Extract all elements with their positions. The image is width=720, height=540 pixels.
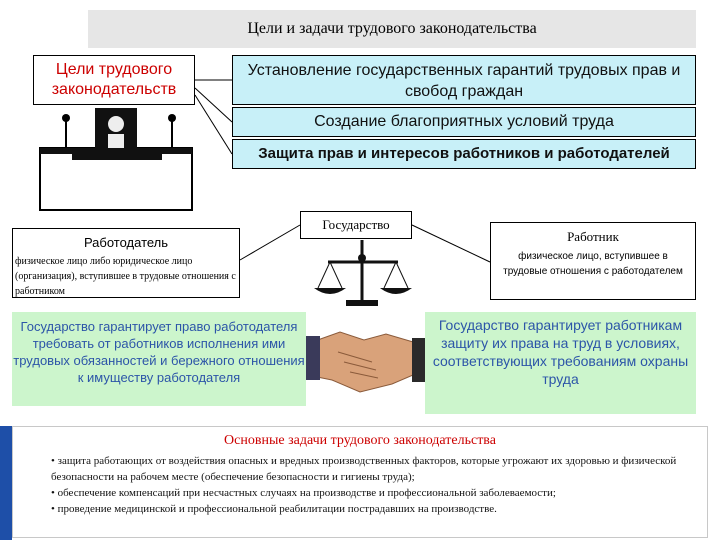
goals-label-box: Цели трудового законодательств: [33, 55, 195, 105]
employer-title: Работодатель: [83, 235, 169, 250]
task-item: • проведение медицинской и профессиональ…: [51, 503, 497, 515]
judge-illustration: [39, 108, 193, 211]
left-accent-band: [0, 426, 12, 540]
employer-description: физическое лицо либо юридическое лицо (о…: [15, 256, 236, 297]
employer-guarantee: Государство гарантирует право работодате…: [12, 312, 306, 406]
goal-favorable-conditions: Создание благоприятных условий труда: [232, 107, 696, 137]
tasks-panel: Основные задачи трудового законодательст…: [12, 426, 708, 538]
tasks-title: Основные задачи трудового законодательст…: [224, 433, 496, 448]
scales-illustration: [314, 240, 412, 306]
state-box: Государство: [300, 211, 412, 239]
goal-state-guarantees: Установление государственных гарантий тр…: [232, 55, 696, 105]
task-item: • обеспечение компенсаций при несчастных…: [51, 487, 556, 499]
employer-box: Работодатель физическое лицо либо юридич…: [12, 228, 240, 298]
arrow-goal-2: [194, 87, 233, 123]
employee-title: Работник: [567, 229, 619, 244]
handshake-illustration: [298, 331, 436, 393]
employee-guarantee: Государство гарантирует работникам защит…: [425, 312, 696, 414]
goal-rights-protection: Защита прав и интересов работников и раб…: [232, 139, 696, 169]
task-item: • защита работающих от воздействия опасн…: [51, 455, 677, 483]
employee-description: физическое лицо, вступившее в трудовые о…: [503, 251, 683, 277]
arrow-state-employee: [411, 224, 491, 263]
arrow-state-employer: [239, 224, 301, 261]
arrow-goal-3: [194, 94, 233, 155]
employee-box: Работник физическое лицо, вступившее в т…: [490, 222, 696, 300]
page-title: Цели и задачи трудового законодательства: [88, 10, 696, 48]
tasks-list: • защита работающих от воздействия опасн…: [51, 453, 697, 517]
